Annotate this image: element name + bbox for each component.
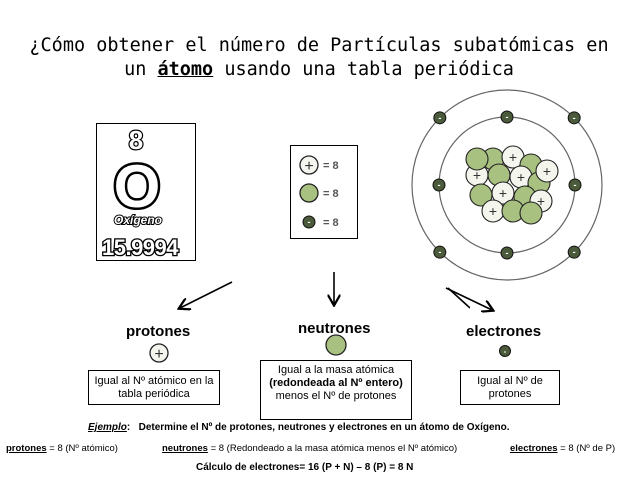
- nucleus-neutron: [519, 201, 543, 225]
- legend-proton-eq: = 8: [323, 160, 339, 172]
- neutrons-desc-bold: (redondeada al Nº entero): [269, 377, 403, 389]
- proton-icon-circle: [149, 343, 169, 363]
- title-line-2: un átomo usando una tabla periódica: [0, 58, 638, 82]
- neutron-icon: [325, 334, 347, 356]
- element-mass: 15.9994: [102, 235, 179, 260]
- result-neutrons-text: = 8 (Redondeado a la masa atómica menos …: [207, 443, 458, 454]
- element-card: 8 O Oxígeno 15.9994: [96, 123, 196, 261]
- result-protons-text: = 8 (Nº atómico): [46, 443, 118, 454]
- legend-electron-eq: = 8: [323, 217, 339, 229]
- proton-icon: +: [149, 343, 169, 363]
- neutrons-desc-pre: Igual a la masa atómica: [277, 364, 395, 376]
- svg-text:-: -: [438, 113, 441, 123]
- nucleus-proton: +: [481, 199, 505, 223]
- neutrons-description: Igual a la masa atómica (redondeada al N…: [260, 360, 412, 420]
- electron-icon-circle: [499, 345, 511, 357]
- electron-icon: -: [499, 345, 511, 357]
- svg-text:-: -: [574, 180, 577, 190]
- result-neutrons-label: neutrones: [162, 443, 208, 454]
- arrow-to-electrons-line: [445, 287, 492, 310]
- example-label: Ejemplo: [88, 422, 127, 433]
- legend-proton-sign: +: [304, 158, 313, 175]
- title-line-1: ¿Cómo obtener el número de Partículas su…: [29, 35, 609, 56]
- svg-text:-: -: [506, 112, 509, 122]
- protons-label: protones: [126, 323, 191, 340]
- neutrons-label: neutrones: [298, 320, 371, 337]
- shell-electron: -: [500, 110, 514, 124]
- svg-text:+: +: [509, 149, 517, 165]
- svg-text:+: +: [537, 193, 545, 209]
- result-electrons-text: = 8 (Nº de P): [557, 443, 616, 454]
- outer-electron-shell: [411, 89, 603, 281]
- proton-icon-sign: +: [154, 346, 163, 363]
- electrons-description: Igual al Nº de protones: [460, 370, 560, 405]
- page-title: ¿Cómo obtener el número de Partículas su…: [0, 34, 638, 82]
- result-protons-label: protones: [6, 443, 47, 454]
- example-colon: :: [126, 422, 131, 433]
- svg-text:+: +: [473, 167, 481, 183]
- svg-text:-: -: [506, 248, 509, 258]
- legend-neutron-icon: [299, 183, 319, 203]
- result-protons: protones = 8 (Nº atómico): [6, 443, 118, 454]
- example-line: Ejemplo: Determine el Nº de protones, ne…: [88, 422, 510, 433]
- example-text: Determine el Nº de protones, neutrones y…: [138, 422, 510, 433]
- result-electrons: electrones = 8 (Nº de P): [510, 443, 615, 454]
- particle-legend: + = 8 = 8 - = 8: [290, 145, 358, 239]
- neutrons-desc-post: menos el Nº de protones: [275, 390, 397, 402]
- shell-electron: -: [567, 111, 581, 125]
- result-neutrons: neutrones = 8 (Redondeado a la masa atóm…: [162, 443, 457, 454]
- title-line-2-post: usando una tabla periódica: [213, 59, 514, 80]
- svg-text:+: +: [517, 169, 525, 185]
- result-electrons-label: electrones: [510, 443, 558, 454]
- arrow-to-electrons: [445, 287, 500, 322]
- nucleus-neutron: [465, 147, 489, 171]
- element-name: Oxígeno: [114, 213, 162, 227]
- electron-calculation: Cálculo de electrones= 16 (P + N) – 8 (P…: [196, 462, 414, 473]
- element-card-border: [96, 123, 196, 261]
- shell-electron: -: [567, 245, 581, 259]
- atom-nucleus: +++++++: [465, 145, 559, 225]
- svg-text:-: -: [573, 113, 576, 123]
- title-emphasis: átomo: [157, 59, 214, 80]
- svg-text:-: -: [573, 247, 576, 257]
- svg-text:+: +: [489, 203, 497, 219]
- element-atomic-number: 8: [129, 125, 143, 155]
- legend-proton-icon: [299, 155, 319, 175]
- shell-electron: -: [433, 245, 447, 259]
- svg-text:-: -: [438, 247, 441, 257]
- nucleus-proton: +: [535, 159, 559, 183]
- shell-electron: -: [500, 246, 514, 260]
- atom-electrons: - - - - - - - -: [432, 110, 582, 260]
- svg-text:+: +: [499, 185, 507, 201]
- legend-electron-icon: [302, 215, 316, 229]
- shell-electron: -: [432, 178, 446, 192]
- shell-electron: -: [433, 111, 447, 125]
- protons-description: Igual al Nº atómico en la tabla periódic…: [88, 370, 220, 405]
- svg-text:+: +: [543, 163, 551, 179]
- element-symbol: O: [114, 153, 161, 220]
- electrons-label: electrones: [466, 323, 542, 340]
- arrow-to-protons: [180, 281, 233, 308]
- legend-electron-sign: -: [308, 217, 311, 227]
- oxygen-atom-diagram: +++++++ --------: [411, 89, 603, 281]
- neutron-icon-circle: [325, 334, 347, 356]
- electron-icon-sign: -: [504, 347, 507, 356]
- title-line-2-pre: un: [124, 59, 158, 80]
- shell-electron: -: [568, 178, 582, 192]
- legend-neutron-eq: = 8: [323, 188, 339, 200]
- nucleus-proton: +: [491, 181, 515, 205]
- svg-text:-: -: [438, 180, 441, 190]
